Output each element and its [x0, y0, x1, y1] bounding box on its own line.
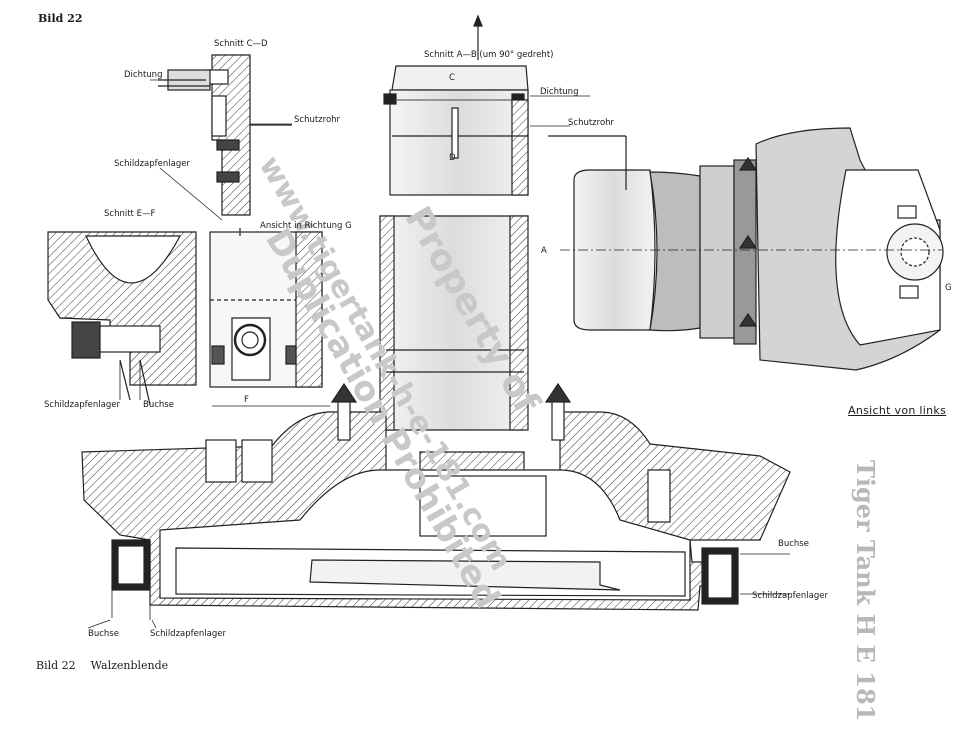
label-schnitt-ab: Schnitt A—B (um 90° gedreht): [424, 50, 554, 60]
label-c-mark: C: [449, 73, 455, 83]
center-tube-drawing: [379, 14, 529, 431]
label-f-mark: F: [244, 395, 249, 405]
label-schutzrohr-center: Schutzrohr: [568, 118, 615, 128]
label-buchse-left: Buchse: [143, 400, 174, 410]
label-buchse-bottom: Buchse: [88, 629, 119, 639]
label-schutzrohr-left: Schutzrohr: [294, 115, 341, 125]
leader-lines: [87, 79, 790, 629]
label-g-mark: G: [945, 283, 952, 293]
label-ansicht-g: Ansicht in Richtung G: [260, 221, 352, 231]
figure-caption: Bild 22 Walzenblende: [36, 659, 168, 672]
main-section-drawing: [81, 382, 791, 611]
label-ansicht-links: Ansicht von links: [848, 404, 947, 417]
label-schnitt-cd: Schnitt C—D: [214, 39, 268, 49]
caption-title: Walzenblende: [90, 659, 169, 672]
section-ef-drawing: [47, 231, 197, 406]
label-d-mark: D: [449, 153, 456, 163]
label-schildzapfenlager-bottom: Schildzapfenlager: [150, 629, 226, 639]
label-dichtung-center: Dichtung: [540, 87, 579, 97]
watermark-side: Tiger Tank H E 181: [851, 460, 880, 722]
side-view-drawing: [548, 127, 944, 371]
label-buchse-right: Buchse: [778, 539, 809, 549]
caption-number: Bild 22: [36, 659, 76, 672]
label-schildzapfenlager-right: Schildzapfenlager: [752, 591, 828, 601]
view-g-drawing: [209, 228, 323, 388]
label-schnitt-ef: Schnitt E—F: [104, 209, 156, 219]
figure-header: Bild 22: [38, 12, 83, 25]
label-schildzapfenlager-left: Schildzapfenlager: [44, 400, 120, 410]
label-dichtung-left: Dichtung: [124, 70, 163, 80]
label-a-mark: A: [541, 246, 547, 256]
label-schildzapfenlager-top: Schildzapfenlager: [114, 159, 190, 169]
